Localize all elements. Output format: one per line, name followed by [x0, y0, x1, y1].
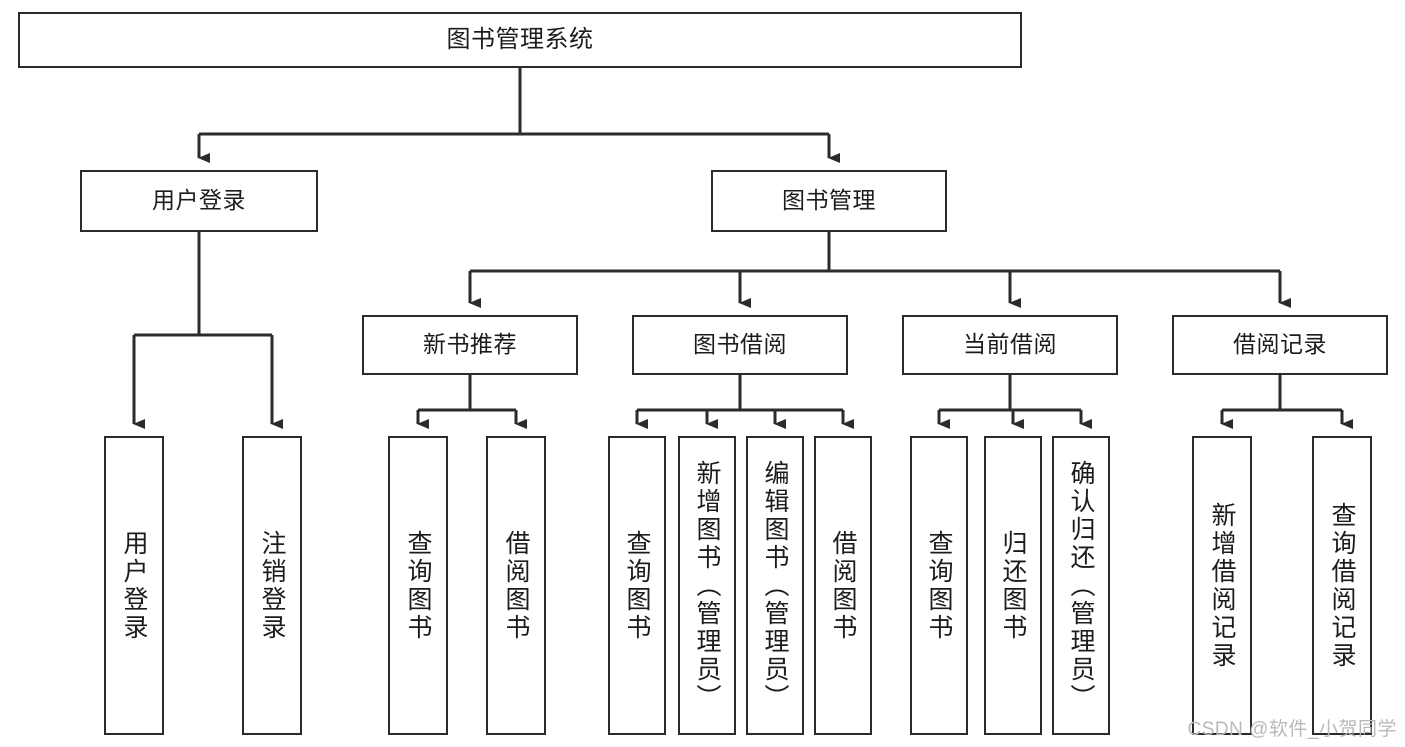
node-root-0[interactable]: 图书管理系统: [18, 12, 1022, 68]
watermark-text: CSDN @软件_小贺同学: [1187, 719, 1397, 740]
node-label: 编辑图书（管理员）: [761, 459, 789, 712]
node-leaf-12[interactable]: 查询借阅记录: [1312, 436, 1372, 735]
node-level3-0[interactable]: 新书推荐: [362, 315, 578, 375]
node-leaf-8[interactable]: 查询图书: [910, 436, 968, 735]
node-leaf-9[interactable]: 归还图书: [984, 436, 1042, 735]
node-leaf-6[interactable]: 编辑图书（管理员）: [746, 436, 804, 735]
node-leaf-1[interactable]: 注销登录: [242, 436, 302, 735]
node-label: 新书推荐: [423, 331, 517, 358]
node-label: 图书借阅: [693, 331, 787, 358]
node-label: 图书管理: [782, 187, 876, 214]
node-label: 用户登录: [120, 529, 148, 642]
node-level2-1[interactable]: 图书管理: [711, 170, 947, 232]
node-label: 查询借阅记录: [1328, 501, 1356, 670]
node-leaf-5[interactable]: 新增图书（管理员）: [678, 436, 736, 735]
node-label: 新增借阅记录: [1208, 501, 1236, 670]
node-level3-1[interactable]: 图书借阅: [632, 315, 848, 375]
node-level2-0[interactable]: 用户登录: [80, 170, 318, 232]
node-label: 查询图书: [925, 529, 953, 642]
node-leaf-3[interactable]: 借阅图书: [486, 436, 546, 735]
node-label: 借阅记录: [1233, 331, 1327, 358]
node-leaf-2[interactable]: 查询图书: [388, 436, 448, 735]
node-leaf-11[interactable]: 新增借阅记录: [1192, 436, 1252, 735]
node-leaf-0[interactable]: 用户登录: [104, 436, 164, 735]
node-label: 归还图书: [999, 529, 1027, 642]
node-label: 图书管理系统: [446, 25, 594, 53]
node-label: 查询图书: [404, 529, 432, 642]
node-level3-3[interactable]: 借阅记录: [1172, 315, 1388, 375]
node-label: 当前借阅: [963, 331, 1057, 358]
node-leaf-4[interactable]: 查询图书: [608, 436, 666, 735]
node-label: 新增图书（管理员）: [693, 459, 721, 712]
node-label: 借阅图书: [502, 529, 530, 642]
node-level3-2[interactable]: 当前借阅: [902, 315, 1118, 375]
node-leaf-10[interactable]: 确认归还（管理员）: [1052, 436, 1110, 735]
node-label: 查询图书: [623, 529, 651, 642]
node-leaf-7[interactable]: 借阅图书: [814, 436, 872, 735]
node-label: 用户登录: [152, 187, 246, 214]
edge-group: [132, 68, 1353, 429]
node-label: 注销登录: [258, 529, 286, 642]
node-label: 借阅图书: [829, 529, 857, 642]
node-label: 确认归还（管理员）: [1067, 459, 1095, 712]
